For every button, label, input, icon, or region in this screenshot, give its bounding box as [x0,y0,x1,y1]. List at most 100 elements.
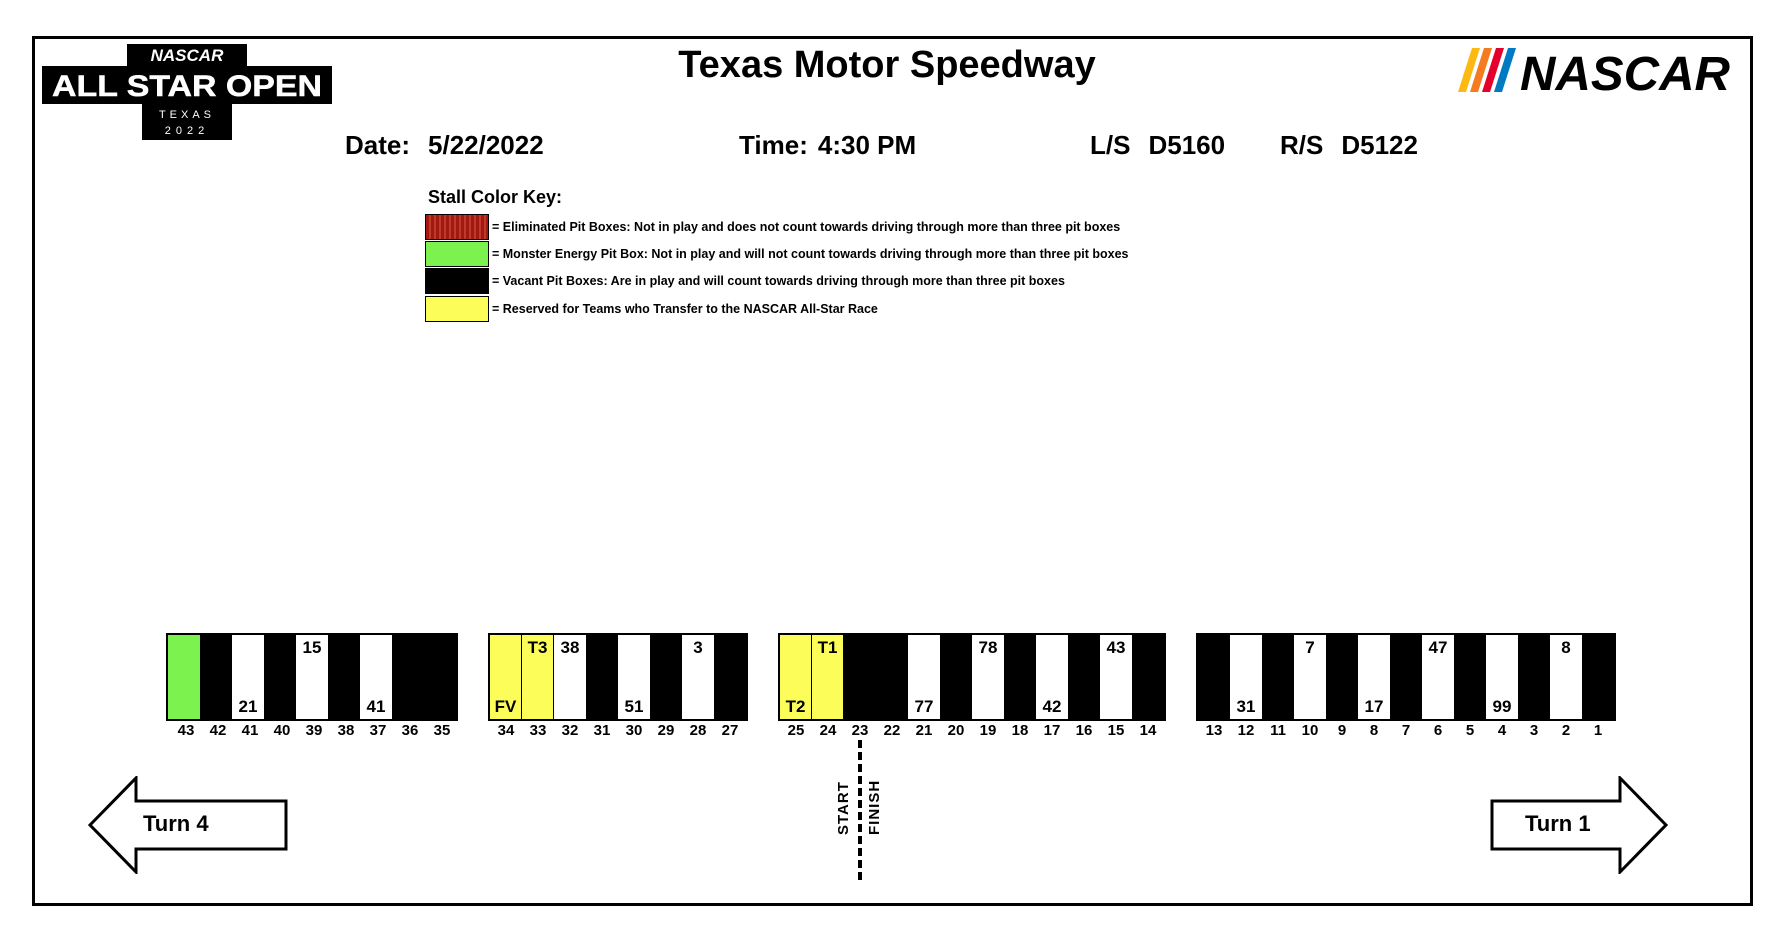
car-number: 47 [1428,638,1448,657]
stall-number: 2 [1561,722,1571,739]
pit-stall-22 [876,635,908,719]
page-title: Texas Motor Speedway [678,44,1096,86]
pit-stall-35 [424,635,456,719]
time-value: 4:30 PM [817,130,917,160]
stall-number: 23 [851,722,869,739]
stall-number: 8 [1369,722,1379,739]
pit-stall-19: 78 [972,635,1004,719]
turn-4-label: Turn 4 [143,811,209,836]
pit-stall-11 [1262,635,1294,719]
stall-number: 16 [1075,722,1093,739]
pit-stall-7 [1390,635,1422,719]
nascar-logo: NASCAR [1458,48,1730,100]
pit-stall-14 [1132,635,1164,719]
car-number: 78 [978,638,998,657]
stall-number: 22 [883,722,901,739]
date-info: Date:5/22/2022 [345,130,544,161]
car-number: 43 [1106,638,1126,657]
reserved-swatch [425,296,489,322]
date-value: 5/22/2022 [428,130,544,160]
turn-1-label: Turn 1 [1525,811,1591,836]
car-number: 7 [1305,638,1315,657]
stall-number: 20 [947,722,965,739]
pit-stall-41: 21 [232,635,264,719]
pit-stall-27 [714,635,746,719]
stall-number: 6 [1433,722,1443,739]
pit-stall-31 [586,635,618,719]
stall-number: 21 [915,722,933,739]
pit-stall-42 [200,635,232,719]
car-number: 38 [560,638,580,657]
stall-number: 17 [1043,722,1061,739]
pit-stall-2: 8 [1550,635,1582,719]
stall-number: 5 [1465,722,1475,739]
car-number: T2 [785,697,806,716]
pit-stall-43 [168,635,200,719]
finish-label: FINISH [866,779,883,835]
stall-number: 1 [1593,722,1603,739]
car-number: 41 [366,697,386,716]
pit-stall-3 [1518,635,1550,719]
rs-label: R/S [1280,130,1324,160]
pit-stall-38 [328,635,360,719]
car-number: 17 [1364,697,1384,716]
key-text: = Reserved for Teams who Transfer to the… [492,302,878,316]
car-number: FV [494,697,517,716]
logo-line3: 2022 [165,125,209,137]
car-number: T3 [527,638,548,657]
pit-stall-17: 42 [1036,635,1068,719]
pit-stall-16 [1068,635,1100,719]
key-row-vacant: = Vacant Pit Boxes: Are in play and will… [425,268,1065,294]
key-text: = Vacant Pit Boxes: Are in play and will… [492,274,1065,288]
pit-stall-37: 41 [360,635,392,719]
stall-number: 36 [401,722,419,739]
pit-stall-6: 47 [1422,635,1454,719]
pit-stall-32: 38 [554,635,586,719]
rs-info: R/S D5122 [1280,130,1418,161]
stall-number: 39 [305,722,323,739]
pit-stall-15: 43 [1100,635,1132,719]
stall-number: 33 [529,722,547,739]
stall-number: 32 [561,722,579,739]
pit-stall-9 [1326,635,1358,719]
stall-number: 43 [177,722,195,739]
stall-key-title: Stall Color Key: [428,187,563,207]
pit-stall-21: 77 [908,635,940,719]
pit-group-1: 21 15 41 [166,633,458,721]
stall-number: 37 [369,722,387,739]
car-number: 51 [624,697,644,716]
stall-number: 40 [273,722,291,739]
rs-value: D5122 [1341,130,1418,160]
pit-stall-36 [392,635,424,719]
car-number: 15 [302,638,322,657]
stall-number: 9 [1337,722,1347,739]
nascar-logo-text: NASCAR [1520,48,1730,100]
start-finish-line [858,740,862,880]
ls-value: D5160 [1148,130,1226,160]
car-number: 8 [1561,638,1571,657]
key-row-eliminated: = Eliminated Pit Boxes: Not in play and … [425,214,1120,240]
logo-line1: ALL STAR OPEN [52,70,322,103]
pit-stall-25: T2 [780,635,812,719]
pit-stall-5 [1454,635,1486,719]
stall-number: 29 [657,722,675,739]
stall-number: 7 [1401,722,1411,739]
car-number: T1 [817,638,838,657]
pit-stall-28: 3 [682,635,714,719]
pit-stall-1 [1582,635,1614,719]
stall-number: 12 [1237,722,1255,739]
pit-stall-12: 31 [1230,635,1262,719]
logo-line2: TEXAS [159,109,215,121]
pit-stall-23 [844,635,876,719]
stall-number: 3 [1529,722,1539,739]
ls-label: L/S [1090,130,1131,160]
stall-number: 18 [1011,722,1029,739]
pit-stall-10: 7 [1294,635,1326,719]
pit-group-2: FV T3 38 51 3 [488,633,748,721]
car-number: 42 [1042,697,1062,716]
key-row-reserved: = Reserved for Teams who Transfer to the… [425,296,878,322]
stall-number: 27 [721,722,739,739]
